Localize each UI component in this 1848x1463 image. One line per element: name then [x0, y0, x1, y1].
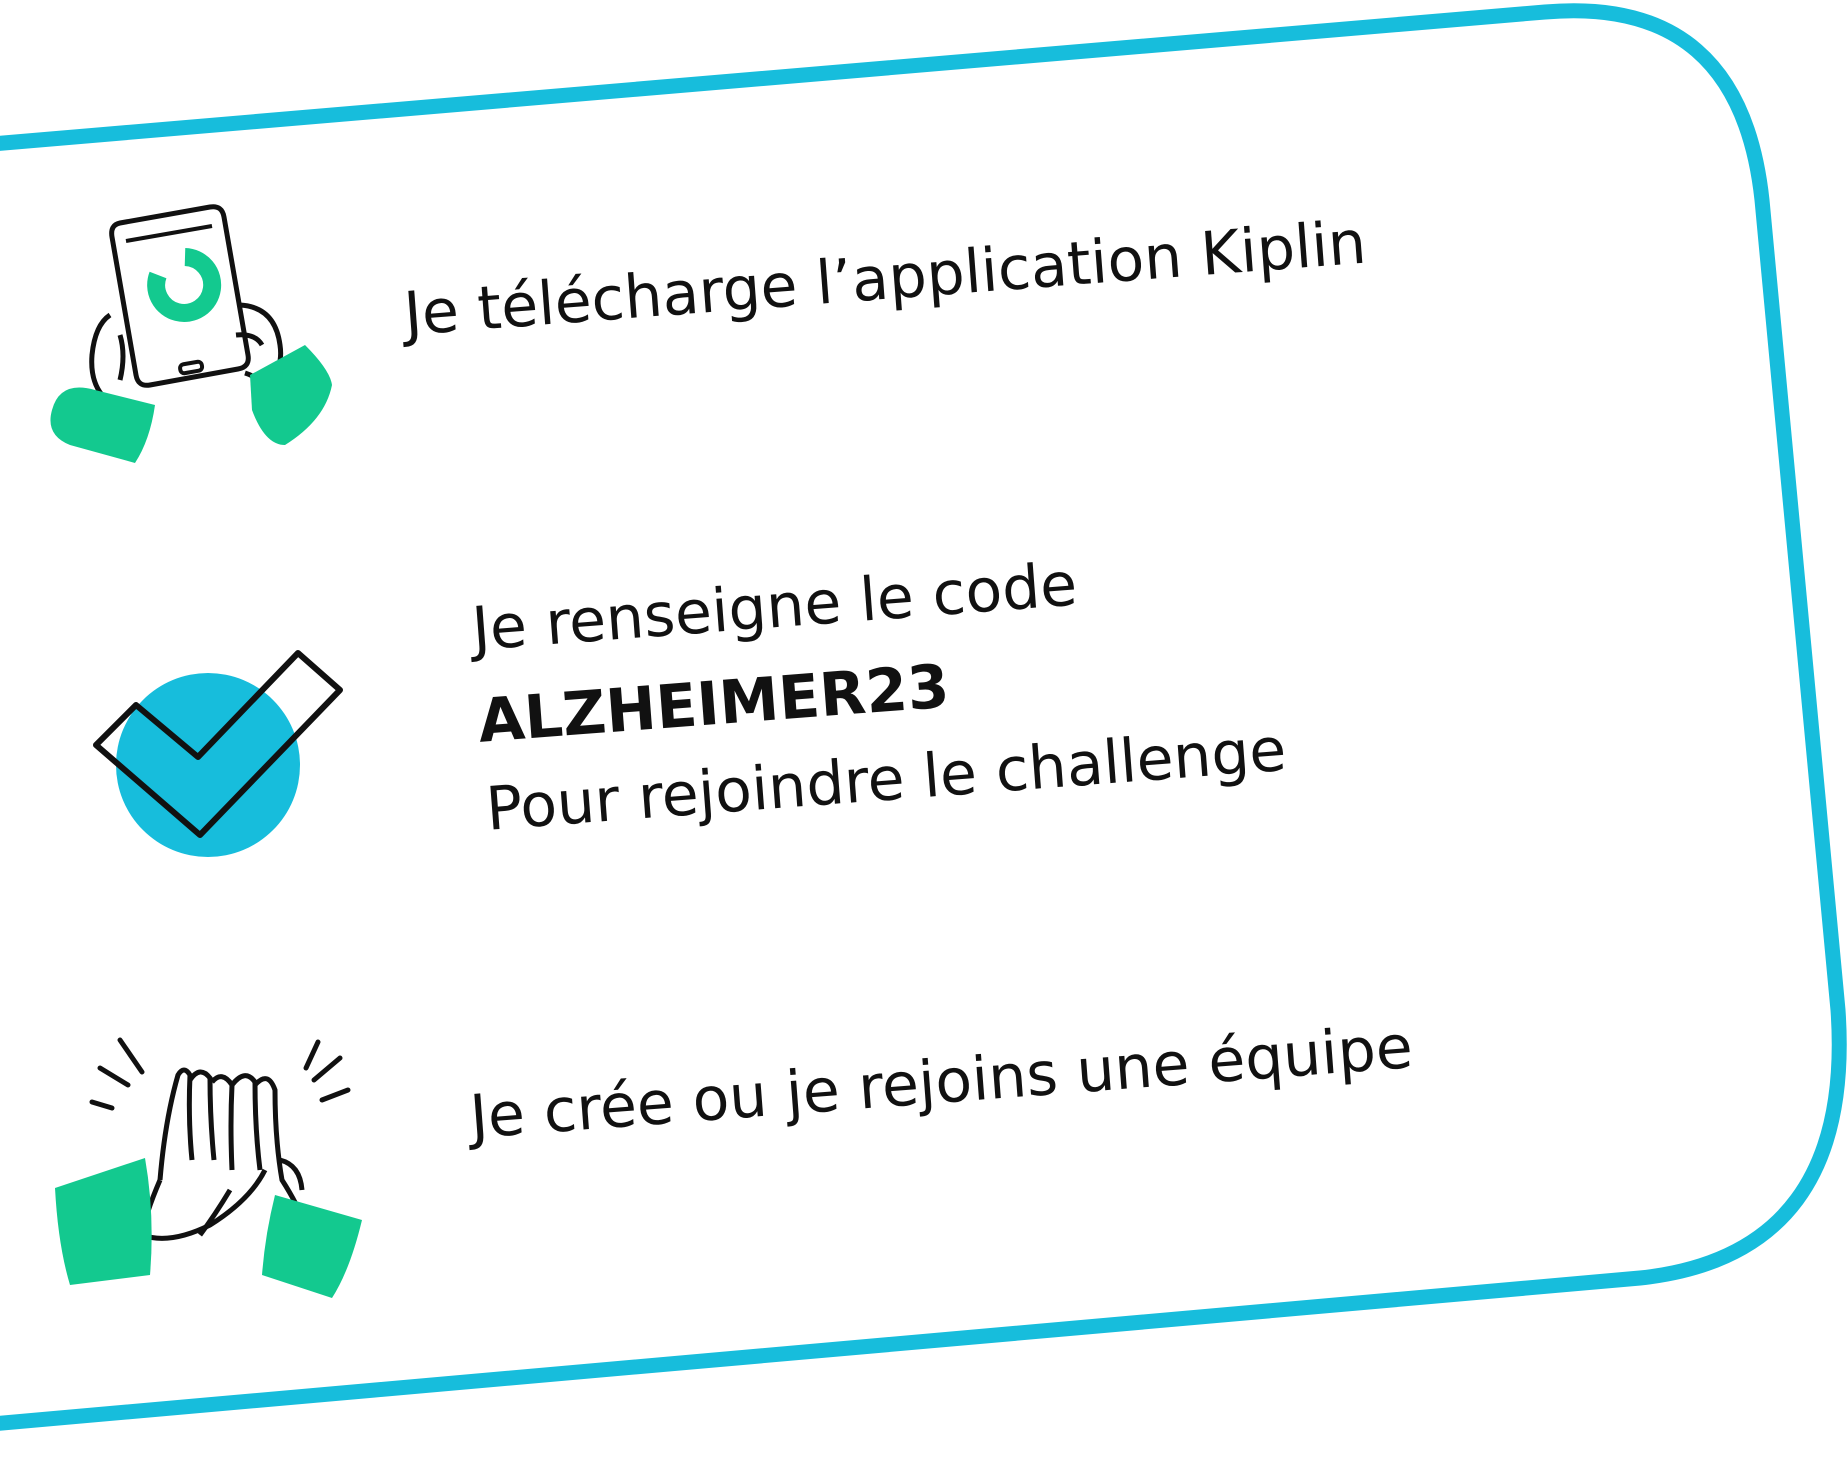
check-badge-icon [93, 650, 343, 857]
team-instruction-text: Je crée ou je rejoins une équipe [467, 1012, 1416, 1153]
high-five-icon [55, 1037, 362, 1298]
phone-in-hands-icon [50, 204, 332, 463]
